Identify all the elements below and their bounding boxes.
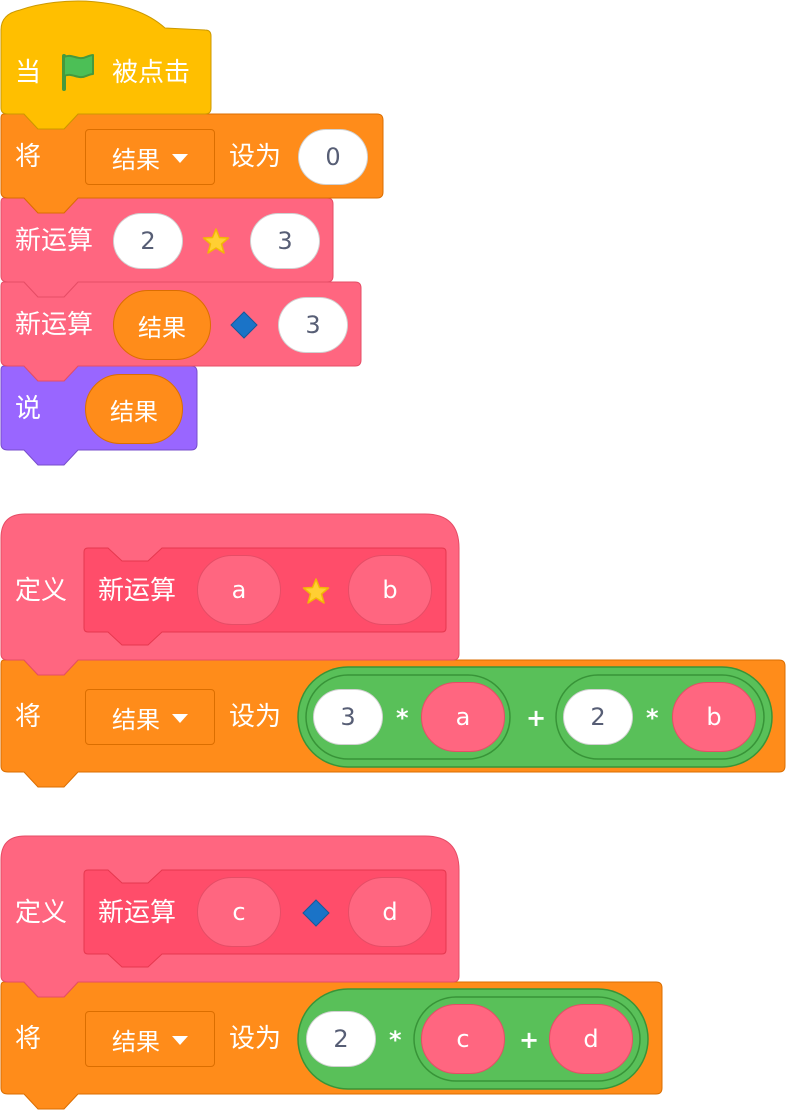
add-operator-symbol: + <box>519 1026 540 1054</box>
proc-label-2: 新运算 <box>98 898 177 928</box>
set-to-label-2: 设为 <box>229 702 282 732</box>
set-label-1: 将 <box>15 142 42 172</box>
chevron-down-icon <box>172 1036 188 1045</box>
variable-dropdown-1[interactable]: 结果 <box>85 129 215 185</box>
call-label-1: 新运算 <box>15 226 94 256</box>
green-flag-icon[interactable] <box>58 52 98 92</box>
set-to-label-3: 设为 <box>229 1024 282 1054</box>
call1-arg1-input[interactable]: 2 <box>113 213 183 269</box>
add-operator-symbol: + <box>526 704 547 732</box>
param-c-reporter-2[interactable]: c <box>421 1004 505 1074</box>
variable-dropdown-label: 结果 <box>112 1027 160 1056</box>
proc-label-1: 新运算 <box>98 576 177 606</box>
hat-block[interactable] <box>0 0 212 130</box>
hat-clicked-label: 被点击 <box>112 58 191 88</box>
call1-arg2-input[interactable]: 3 <box>250 213 320 269</box>
set-label-2: 将 <box>15 702 42 732</box>
param-c-reporter[interactable]: c <box>197 877 281 947</box>
param-d-reporter-2[interactable]: d <box>549 1004 633 1074</box>
variable-dropdown-label: 结果 <box>112 145 160 174</box>
diamond-icon <box>230 311 258 339</box>
multiply-operator-symbol: * <box>389 1026 402 1054</box>
star-icon <box>302 578 330 604</box>
set-label-3: 将 <box>15 1024 42 1054</box>
say-label: 说 <box>15 394 42 424</box>
define-label-2: 定义 <box>15 898 68 928</box>
number-input-2[interactable]: 2 <box>563 689 633 745</box>
param-b-reporter[interactable]: b <box>348 555 432 625</box>
call-label-2: 新运算 <box>15 310 94 340</box>
result-variable-reporter-1[interactable]: 结果 <box>113 290 211 360</box>
diamond-icon <box>302 899 330 927</box>
star-icon <box>202 228 230 254</box>
multiply-operator-symbol: * <box>646 704 659 732</box>
chevron-down-icon <box>172 714 188 723</box>
set-to-label-1: 设为 <box>229 142 282 172</box>
multiply-operator-symbol: * <box>396 704 409 732</box>
chevron-down-icon <box>172 154 188 163</box>
call2-arg2-input[interactable]: 3 <box>278 297 348 353</box>
number-input-2b[interactable]: 2 <box>306 1011 376 1067</box>
variable-dropdown-3[interactable]: 结果 <box>85 1011 215 1067</box>
variable-dropdown-label: 结果 <box>112 705 160 734</box>
number-input-3[interactable]: 3 <box>313 689 383 745</box>
param-a-reporter-2[interactable]: a <box>421 682 505 752</box>
result-variable-reporter-2[interactable]: 结果 <box>85 374 183 444</box>
set-value-input-1[interactable]: 0 <box>298 129 368 185</box>
param-b-reporter-2[interactable]: b <box>672 682 756 752</box>
define-label-1: 定义 <box>15 576 68 606</box>
param-d-reporter[interactable]: d <box>348 877 432 947</box>
variable-dropdown-2[interactable]: 结果 <box>85 689 215 745</box>
hat-when-label: 当 <box>15 58 42 88</box>
param-a-reporter[interactable]: a <box>197 555 281 625</box>
